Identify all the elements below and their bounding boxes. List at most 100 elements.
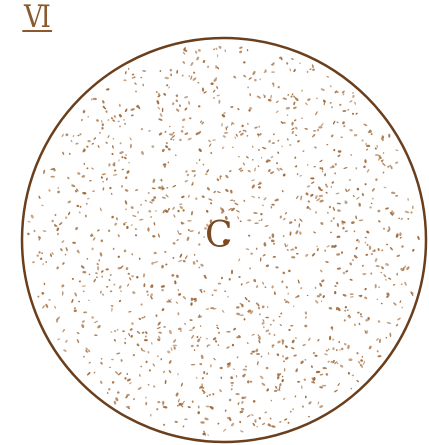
stipple-dot [141, 151, 145, 156]
stipple-dot [360, 315, 363, 317]
stipple-dot [221, 276, 224, 279]
stipple-dot [134, 82, 137, 85]
stipple-dot [172, 102, 175, 105]
stipple-dot [335, 192, 339, 194]
stipple-dot [295, 126, 298, 130]
stipple-dot [396, 273, 398, 276]
stipple-dot [229, 170, 232, 173]
stipple-dot [282, 173, 286, 177]
stipple-dot [270, 171, 275, 175]
stipple-dot [191, 344, 195, 347]
stipple-dot [208, 139, 212, 142]
stipple-dot [376, 338, 379, 341]
stipple-dot [191, 334, 195, 339]
stipple-dot [110, 331, 112, 333]
stipple-dot [218, 45, 222, 49]
stipple-dot [391, 191, 396, 194]
stipple-dot [279, 316, 281, 318]
stipple-dot [347, 345, 350, 350]
stipple-dot [286, 249, 289, 251]
stipple-dot [87, 116, 89, 118]
stipple-dot [265, 317, 269, 319]
stipple-dot [92, 237, 95, 241]
stipple-dot [91, 247, 93, 250]
stipple-dot [246, 342, 248, 344]
stipple-dot [325, 373, 328, 377]
stipple-dot [244, 297, 248, 301]
stipple-dot [151, 342, 153, 345]
stipple-dot [229, 278, 231, 281]
stipple-dot [347, 189, 351, 193]
stipple-dot [42, 305, 46, 309]
stipple-dot [302, 344, 306, 347]
stipple-dot [324, 173, 326, 176]
stipple-dot [81, 175, 85, 179]
stipple-dot [326, 245, 330, 248]
stipple-dot [113, 138, 115, 139]
stipple-dot [332, 120, 335, 125]
stipple-dot [199, 363, 202, 365]
stipple-dot [276, 167, 280, 171]
stipple-dot [300, 360, 305, 365]
stipple-dot [254, 126, 258, 129]
stipple-dot [96, 263, 99, 266]
stipple-dot [80, 206, 82, 208]
stipple-dot [129, 277, 132, 281]
stipple-dot [389, 333, 391, 338]
stipple-dot [177, 312, 179, 315]
stipple-dot [153, 222, 155, 226]
stipple-dot [75, 142, 79, 144]
stipple-dot [184, 132, 188, 136]
stipple-dot [300, 287, 303, 290]
stipple-dot [344, 310, 346, 312]
stipple-dot [109, 187, 112, 190]
stipple-dot [57, 187, 59, 189]
stipple-dot [71, 184, 76, 188]
stipple-dot [317, 401, 319, 405]
stipple-dot [197, 411, 200, 414]
stipple-dot [337, 383, 340, 387]
stipple-dot [248, 109, 251, 112]
stipple-dot [197, 81, 200, 83]
stipple-dot [227, 126, 229, 129]
stipple-dot [338, 150, 342, 152]
stipple-dot [27, 221, 30, 223]
stipple-dot [169, 126, 171, 128]
stipple-dot [293, 101, 296, 105]
stipple-dot [281, 379, 284, 383]
stipple-dot [223, 428, 227, 432]
stipple-dot [181, 130, 184, 133]
stipple-dot [279, 383, 282, 387]
stipple-dot [356, 196, 360, 200]
stipple-dot [305, 102, 308, 105]
stipple-dot [251, 184, 255, 189]
stipple-dot [380, 272, 382, 273]
stipple-dot [342, 227, 345, 230]
stipple-dot [292, 408, 294, 410]
stipple-dot [249, 267, 252, 270]
stipple-dot [385, 279, 387, 281]
stipple-dot [136, 275, 140, 279]
stipple-dot [63, 349, 67, 353]
stipple-dot [86, 145, 89, 148]
stipple-dot [397, 317, 401, 321]
stipple-dot [342, 294, 347, 298]
stipple-dot [38, 251, 41, 254]
stipple-dot [188, 229, 190, 231]
stipple-dot [250, 381, 253, 383]
stipple-dot [111, 215, 114, 218]
stipple-dot [41, 204, 44, 206]
stipple-dot [178, 259, 183, 262]
stipple-dot [253, 212, 257, 214]
stipple-dot [378, 220, 381, 223]
stipple-dot [107, 229, 110, 232]
stipple-dot [349, 179, 351, 181]
stipple-dot [262, 326, 265, 329]
stipple-dot [245, 365, 248, 368]
stipple-dot [277, 151, 280, 154]
stipple-dot [102, 181, 104, 183]
stipple-dot [259, 78, 261, 80]
stipple-dot [129, 328, 133, 332]
stipple-dot [386, 244, 389, 246]
stipple-dot [61, 240, 65, 244]
